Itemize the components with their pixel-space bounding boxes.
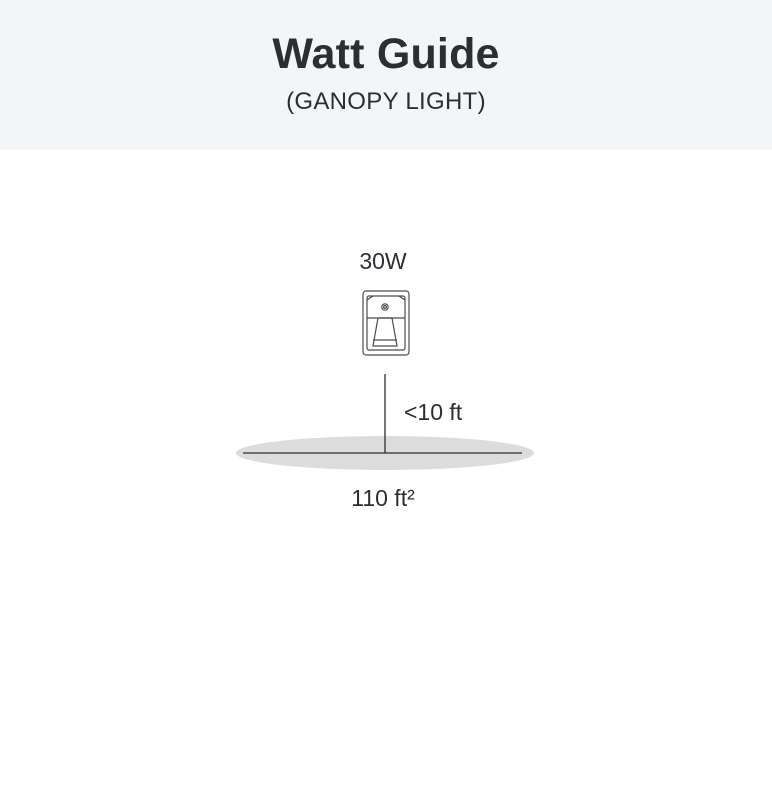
wattage-label: 30W (359, 248, 407, 274)
mount-height-label: <10 ft (404, 399, 463, 425)
coverage-area-label: 110 ft² (351, 485, 415, 511)
page-subtitle: (GANOPY LIGHT) (286, 88, 486, 115)
watt-diagram: 30W <10 ft 110 ft² (0, 150, 772, 789)
diagram-graphic (236, 290, 534, 470)
header: Watt Guide (GANOPY LIGHT) (0, 0, 772, 150)
page-title: Watt Guide (272, 30, 500, 78)
canopy-light-fixture-icon (362, 290, 410, 356)
